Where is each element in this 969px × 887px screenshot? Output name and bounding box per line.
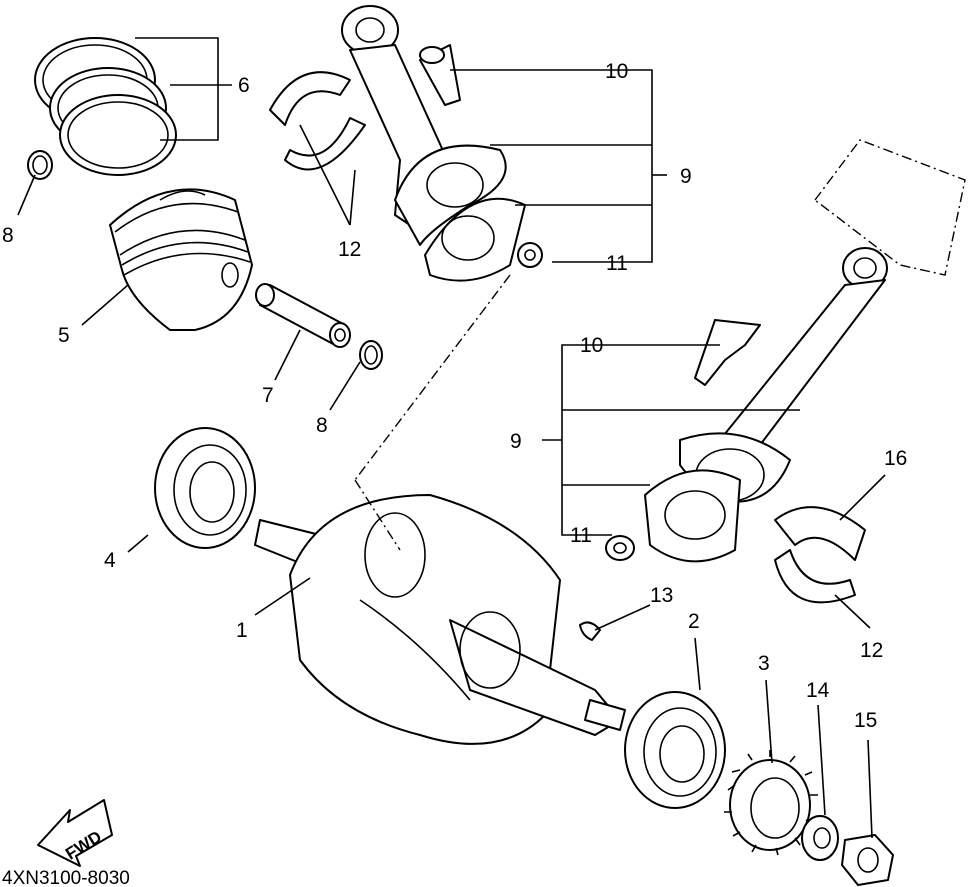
piston <box>109 188 253 331</box>
bearing-halves-right <box>774 506 866 604</box>
washer <box>801 815 839 861</box>
nut <box>841 834 894 886</box>
bearing-left <box>154 427 256 549</box>
bearing-halves-upper <box>269 71 366 171</box>
circlip-upper <box>27 150 53 180</box>
callout-13: 13 <box>650 584 673 607</box>
piston-pin <box>255 283 351 348</box>
callout-10-top: 10 <box>605 60 628 83</box>
callout-14: 14 <box>806 679 830 702</box>
callout-8-right: 8 <box>316 414 328 437</box>
callout-1: 1 <box>236 619 248 642</box>
callout-5: 5 <box>58 324 70 347</box>
callout-numbers: 6 8 5 7 8 12 10 9 11 10 9 11 16 12 13 4 … <box>2 60 907 732</box>
piston-rings <box>34 37 177 176</box>
callout-12-top: 12 <box>338 238 361 261</box>
callout-6: 6 <box>238 74 250 97</box>
callout-16: 16 <box>884 447 907 470</box>
drawing-code: 4XN3100-8030 <box>2 868 130 887</box>
leader-lines <box>17 37 886 839</box>
bearing-right <box>624 691 726 809</box>
connecting-rod-right <box>605 139 966 563</box>
callout-8-left: 8 <box>2 224 14 247</box>
callout-9-top: 9 <box>680 165 692 188</box>
callout-11-right: 11 <box>570 524 592 547</box>
callout-2: 2 <box>688 610 700 633</box>
woodruff-key <box>579 621 601 641</box>
callout-4: 4 <box>104 549 116 572</box>
connecting-rod-upper <box>341 5 543 282</box>
callout-10-right: 10 <box>580 334 603 357</box>
callout-15: 15 <box>854 709 877 732</box>
circlip-lower <box>359 340 383 370</box>
callout-3: 3 <box>758 652 770 675</box>
primary-gear <box>724 750 818 856</box>
forward-direction-arrow: FWD <box>37 799 113 867</box>
callout-11-top: 11 <box>606 252 628 275</box>
callout-12-right: 12 <box>860 639 883 662</box>
callout-7: 7 <box>262 384 274 407</box>
callout-9-right: 9 <box>510 430 522 453</box>
crankshaft <box>254 494 626 745</box>
